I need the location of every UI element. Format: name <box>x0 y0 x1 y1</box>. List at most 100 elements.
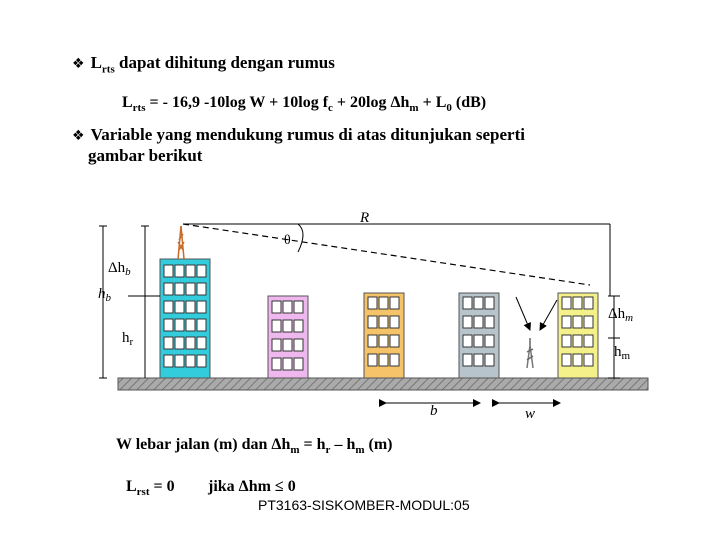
building-window <box>282 357 293 371</box>
building-window <box>378 296 389 310</box>
building-window <box>293 338 304 352</box>
building-window <box>163 264 174 278</box>
label-r: R <box>359 210 369 226</box>
building-window <box>484 353 495 367</box>
building-window <box>271 338 282 352</box>
building-window <box>462 315 473 329</box>
building-window <box>174 300 185 314</box>
mobile-antenna-icon <box>526 338 534 369</box>
building-window <box>389 334 400 348</box>
condition-jika: jika Δhm ≤ 0 <box>208 478 296 495</box>
building-window <box>271 319 282 333</box>
building-window <box>572 334 583 348</box>
building-window <box>473 334 484 348</box>
building-window <box>196 336 207 350</box>
building-window <box>282 300 293 314</box>
building-window <box>389 315 400 329</box>
footer-module-code: PT3163-SISKOMBER-MODUL:05 <box>258 497 470 513</box>
angle-arc <box>297 223 304 253</box>
label-b: b <box>430 403 438 419</box>
bullet-variables-line2: gambar berikut <box>88 146 203 165</box>
building-window <box>163 354 174 368</box>
building-window <box>561 353 572 367</box>
building-window <box>473 296 484 310</box>
building-window <box>196 354 207 368</box>
building-window <box>163 282 174 296</box>
label-hm: hm <box>614 344 631 362</box>
label-delta-hb: Δhb <box>108 260 131 278</box>
building-window <box>484 315 495 329</box>
label-theta: θ <box>284 233 291 248</box>
building-window <box>367 334 378 348</box>
diamond-bullet-icon: ❖ <box>72 56 85 72</box>
building-window <box>473 353 484 367</box>
building-window <box>196 264 207 278</box>
ground-strip <box>117 377 649 391</box>
building-window <box>185 282 196 296</box>
building-window <box>293 357 304 371</box>
building-window <box>174 336 185 350</box>
building-window <box>378 315 389 329</box>
building-window <box>484 296 495 310</box>
diamond-bullet-icon: ❖ <box>72 128 85 144</box>
building-window <box>293 300 304 314</box>
rts-formula: Lrts = - 16,9 -10log W + 10log fc + 20lo… <box>122 94 487 115</box>
building-window <box>163 318 174 332</box>
building-window <box>572 353 583 367</box>
building-window <box>561 334 572 348</box>
building-window <box>185 336 196 350</box>
building-window <box>583 296 594 310</box>
bullet-rts-definition: ❖Lrts dapat dihitung dengan rumus <box>72 53 335 76</box>
building-window <box>174 354 185 368</box>
building-window <box>196 282 207 296</box>
building-1 <box>159 258 211 379</box>
building-window <box>462 334 473 348</box>
building-window <box>282 338 293 352</box>
building-window <box>484 334 495 348</box>
building-window <box>473 315 484 329</box>
building-window <box>185 354 196 368</box>
building-window <box>185 318 196 332</box>
diffraction-ray <box>515 296 531 331</box>
building-window <box>378 334 389 348</box>
label-w: w <box>525 406 535 422</box>
building-window <box>185 264 196 278</box>
building-window <box>561 296 572 310</box>
building-window <box>389 296 400 310</box>
label-hr: hr <box>122 330 134 348</box>
building-window <box>389 353 400 367</box>
building-window <box>378 353 389 367</box>
building-4 <box>458 292 500 379</box>
label-delta-hm: Δhm <box>608 306 633 324</box>
building-window <box>163 336 174 350</box>
building-window <box>583 334 594 348</box>
condition-lrst: Lrst = 0 <box>126 478 175 499</box>
label-hb: hb <box>98 286 112 304</box>
caption-definitions: W lebar jalan (m) dan Δhm = hr – hm (m) <box>116 436 393 457</box>
propagation-path <box>182 223 591 286</box>
building-window <box>583 353 594 367</box>
building-window <box>196 300 207 314</box>
bullet-variables: ❖Variable yang mendukung rumus di atas d… <box>72 125 525 144</box>
building-window <box>174 318 185 332</box>
building-3 <box>363 292 405 379</box>
building-window <box>462 353 473 367</box>
antenna-tower-icon <box>177 225 185 260</box>
building-window <box>174 282 185 296</box>
building-window <box>271 357 282 371</box>
building-window <box>561 315 572 329</box>
building-window <box>185 300 196 314</box>
building-window <box>196 318 207 332</box>
building-window <box>462 296 473 310</box>
building-window <box>282 319 293 333</box>
building-window <box>293 319 304 333</box>
building-window <box>367 353 378 367</box>
building-window <box>163 300 174 314</box>
building-window <box>572 315 583 329</box>
building-5 <box>557 292 599 379</box>
building-2 <box>267 295 309 379</box>
building-window <box>367 315 378 329</box>
building-window <box>367 296 378 310</box>
reflection-ray <box>539 299 558 331</box>
